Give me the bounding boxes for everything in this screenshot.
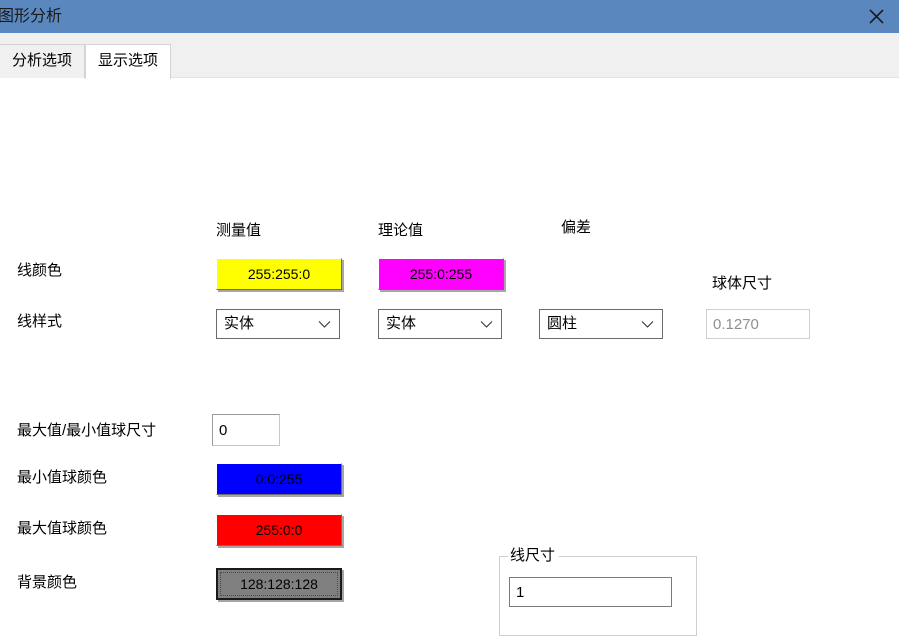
- sphere-size-input[interactable]: 0.1270: [706, 309, 810, 339]
- max-sphere-color-swatch[interactable]: 255:0:0: [216, 514, 342, 546]
- line-style-deviation-combo[interactable]: 圆柱: [539, 309, 663, 339]
- column-header-sphere-size: 球体尺寸: [712, 275, 773, 292]
- column-header-deviation: 偏差: [561, 219, 592, 236]
- tab-strip: 分析选项 显示选项: [0, 33, 899, 79]
- label-min-sphere-color: 最小值球颜色: [17, 469, 108, 486]
- line-style-deviation-value: 圆柱: [547, 315, 578, 332]
- tab-analysis-options[interactable]: 分析选项: [0, 44, 86, 79]
- background-color-value: 128:128:128: [218, 570, 340, 598]
- line-style-measured-combo[interactable]: 实体: [216, 309, 340, 339]
- column-header-measured: 测量值: [216, 222, 262, 239]
- line-style-theoretical-value: 实体: [386, 315, 417, 332]
- close-button[interactable]: [853, 0, 899, 33]
- line-color-measured-swatch[interactable]: 255:255:0: [216, 258, 342, 290]
- display-options-panel: 测量值 理论值 偏差 球体尺寸 线颜色 255:255:0 255:0:255 …: [0, 78, 899, 641]
- label-minmax-sphere-size: 最大值/最小值球尺寸: [17, 422, 157, 439]
- line-color-measured-value: 255:255:0: [247, 266, 311, 282]
- chevron-down-icon: [318, 320, 333, 329]
- line-size-groupbox: 线尺寸 1: [499, 546, 697, 636]
- minmax-sphere-size-value: 0: [219, 421, 228, 439]
- line-style-measured-value: 实体: [224, 315, 255, 332]
- min-sphere-color-value: 0:0:255: [255, 471, 303, 487]
- chevron-down-icon: [480, 320, 495, 329]
- label-line-color: 线颜色: [17, 262, 63, 279]
- line-size-input[interactable]: 1: [509, 577, 672, 607]
- chevron-down-icon: [641, 320, 656, 329]
- label-line-style: 线样式: [17, 313, 63, 330]
- background-color-swatch[interactable]: 128:128:128: [216, 568, 342, 600]
- window-titlebar: 图形分析: [0, 0, 899, 33]
- label-max-sphere-color: 最大值球颜色: [17, 520, 108, 537]
- tab-display-options[interactable]: 显示选项: [85, 44, 172, 79]
- line-size-group-title: 线尺寸: [508, 546, 560, 566]
- line-size-value: 1: [516, 583, 525, 601]
- close-icon: [868, 9, 884, 24]
- line-color-theoretical-value: 255:0:255: [409, 266, 473, 282]
- max-sphere-color-value: 255:0:0: [255, 522, 303, 538]
- label-background-color: 背景颜色: [17, 574, 78, 591]
- sphere-size-value: 0.1270: [713, 315, 759, 333]
- column-header-theoretical: 理论值: [378, 222, 424, 239]
- min-sphere-color-swatch[interactable]: 0:0:255: [216, 463, 342, 495]
- minmax-sphere-size-input[interactable]: 0: [212, 414, 280, 446]
- line-color-theoretical-swatch[interactable]: 255:0:255: [378, 258, 504, 290]
- window-title: 图形分析: [0, 8, 63, 25]
- line-style-theoretical-combo[interactable]: 实体: [378, 309, 502, 339]
